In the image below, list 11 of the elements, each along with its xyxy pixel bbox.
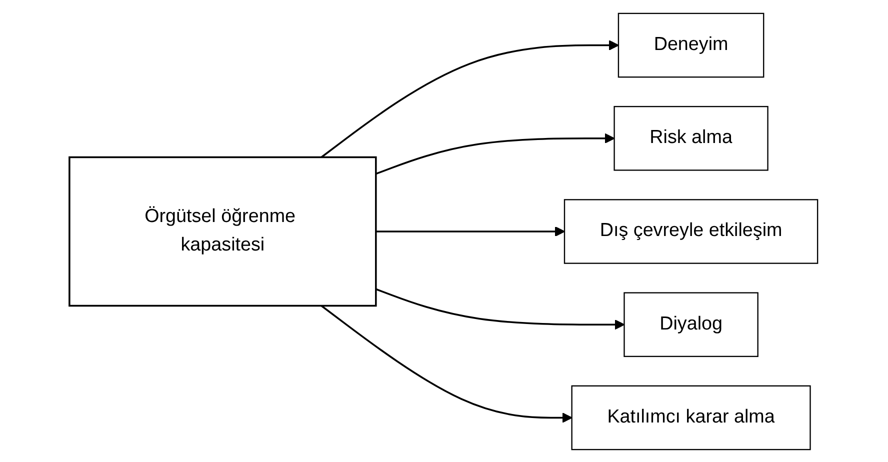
node-box: Risk alma	[614, 105, 769, 170]
arrow	[376, 132, 616, 174]
arrow	[376, 288, 626, 330]
node-box: Deneyim	[618, 12, 765, 78]
arrow	[321, 40, 620, 158]
node-box: Katılımcı karar alma	[572, 384, 812, 450]
arrow	[321, 304, 573, 422]
node-box: Dış çevreyle etkileşim	[564, 198, 819, 264]
node-box: Örgütsel öğrenme kapasitesi	[69, 156, 378, 306]
arrow	[376, 226, 566, 236]
node-box: Diyalog	[624, 292, 759, 357]
